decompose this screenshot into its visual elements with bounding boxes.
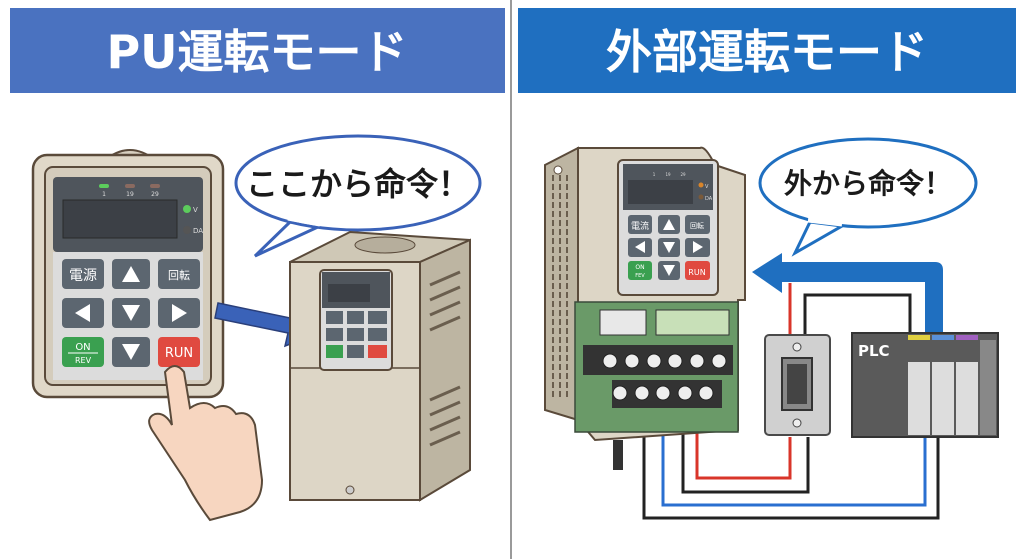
power-key[interactable]: 電源: [62, 259, 104, 289]
left-header: [10, 8, 505, 93]
pointing-hand-icon: [148, 365, 264, 522]
down-arrow-icon: [122, 344, 140, 360]
down-arrow-icon: [122, 305, 140, 321]
right-title: 外部運転モード: [606, 25, 928, 79]
right-header: [518, 8, 1016, 93]
svg-text:回転: 回転: [168, 269, 190, 282]
pu-keypad: 1 19 29 V DA 電源 回転 ON REV RUN: [31, 149, 225, 399]
led-icon: [125, 184, 135, 188]
svg-text:RUN: RUN: [165, 346, 193, 361]
left-key[interactable]: [628, 238, 652, 257]
run-key[interactable]: RUN: [685, 261, 710, 280]
svg-text:RUN: RUN: [688, 268, 705, 277]
svg-text:1: 1: [653, 172, 656, 177]
svg-text:19: 19: [665, 172, 671, 177]
plc: PLC: [851, 332, 999, 438]
svg-text:29: 29: [151, 191, 159, 198]
current-key[interactable]: 電流: [628, 215, 652, 234]
right-panel: 外部運転モード V DA 1 19 29: [518, 8, 1016, 520]
svg-text:ON: ON: [75, 342, 90, 353]
svg-text:外から命令！: 外から命令！: [784, 167, 952, 200]
wiring: [613, 283, 940, 520]
svg-text:DA: DA: [193, 227, 203, 235]
up-arrow-icon: [122, 266, 140, 282]
svg-text:FEV: FEV: [635, 273, 645, 279]
down-key-2[interactable]: [112, 337, 150, 367]
svg-text:ON: ON: [635, 264, 644, 271]
down-key-2[interactable]: [658, 261, 680, 280]
left-title: PU運転モード: [106, 25, 407, 79]
rotation-key[interactable]: 回転: [158, 259, 200, 289]
down-key[interactable]: [658, 238, 680, 257]
led-icon: [150, 184, 160, 188]
left-panel: PU運転モード 1 19 29 V DA 電源 回転 ON: [10, 8, 505, 522]
svg-text:29: 29: [680, 172, 686, 177]
right-key[interactable]: [685, 238, 710, 257]
down-key[interactable]: [112, 298, 150, 328]
svg-text:電源: 電源: [69, 268, 97, 284]
left-arrow-icon: [75, 304, 90, 322]
run-key[interactable]: RUN: [158, 337, 200, 367]
svg-text:回転: 回転: [690, 222, 704, 230]
svg-text:電流: 電流: [631, 220, 649, 232]
svg-text:V: V: [193, 206, 198, 214]
on-fev-key[interactable]: ON FEV: [628, 261, 652, 280]
led-icon: [99, 184, 109, 188]
right-arrow-icon: [172, 304, 187, 322]
right-key[interactable]: [158, 298, 200, 328]
left-speech-bubble: ここから命令！: [234, 134, 482, 258]
svg-text:19: 19: [126, 191, 134, 198]
right-speech-bubble: 外から命令！: [758, 137, 978, 257]
external-command-arrow-icon: [752, 253, 943, 333]
svg-text:1: 1: [102, 191, 106, 198]
indicator-v-icon: [183, 205, 191, 213]
inverter-device: V DA 1 19 29 電流 回転 ON FEV RUN: [544, 146, 746, 442]
display-screen: [62, 199, 178, 239]
switch: [764, 334, 831, 436]
up-key[interactable]: [658, 215, 680, 234]
svg-text:ここから命令！: ここから命令！: [246, 165, 470, 203]
up-key[interactable]: [112, 259, 150, 289]
inverter-device: [289, 230, 471, 502]
rotation-key[interactable]: 回転: [685, 215, 710, 234]
left-key[interactable]: [62, 298, 104, 328]
plc-label: PLC: [858, 342, 890, 360]
on-rev-key[interactable]: ON REV: [62, 337, 104, 367]
svg-text:V: V: [705, 184, 709, 190]
svg-text:DA: DA: [705, 196, 713, 202]
svg-text:REV: REV: [75, 356, 92, 365]
